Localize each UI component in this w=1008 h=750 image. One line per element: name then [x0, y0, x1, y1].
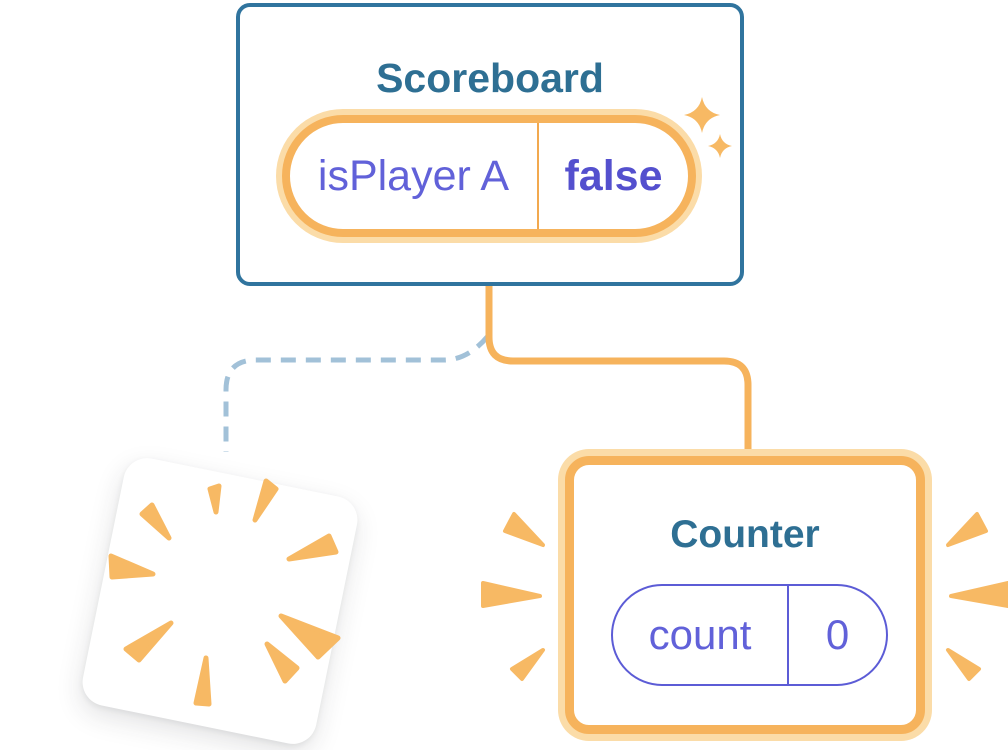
counter-card: Counter count 0 — [565, 456, 925, 734]
scoreboard-state-pill: isPlayer A false — [282, 115, 696, 237]
state-value: false — [537, 123, 688, 229]
solid-connector-to-counter — [485, 284, 752, 452]
state-label: isPlayer A — [317, 151, 510, 200]
removed-component-card — [78, 453, 362, 749]
state-label: count — [648, 611, 752, 658]
counter-title: Counter — [670, 513, 820, 556]
dashed-connector-to-removed-card — [223, 334, 490, 452]
spark-rays-right-icon — [946, 512, 1008, 681]
counter-state-pill: count 0 — [611, 584, 888, 686]
scoreboard-card: Scoreboard isPlayer A false — [236, 3, 744, 286]
state-value: 0 — [787, 586, 886, 684]
scoreboard-title: Scoreboard — [376, 55, 604, 101]
spark-rays-left-icon — [481, 512, 545, 681]
